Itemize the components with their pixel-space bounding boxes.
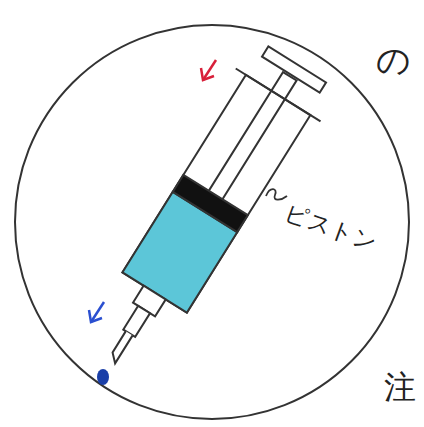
leader-line: [266, 189, 287, 200]
barrel: [122, 75, 310, 313]
drop: [97, 369, 109, 385]
red-arrow: [201, 60, 216, 80]
part-label: ピストン: [281, 200, 380, 257]
heading-fragment: の: [376, 42, 411, 79]
magnifier-circle: [15, 25, 409, 419]
thumb-rest: [262, 46, 326, 92]
needle: [108, 331, 132, 363]
piston: [173, 175, 248, 232]
plunger-rod: [206, 72, 296, 203]
blue-arrow: [89, 302, 104, 322]
heading-fragment: 注: [384, 370, 416, 405]
